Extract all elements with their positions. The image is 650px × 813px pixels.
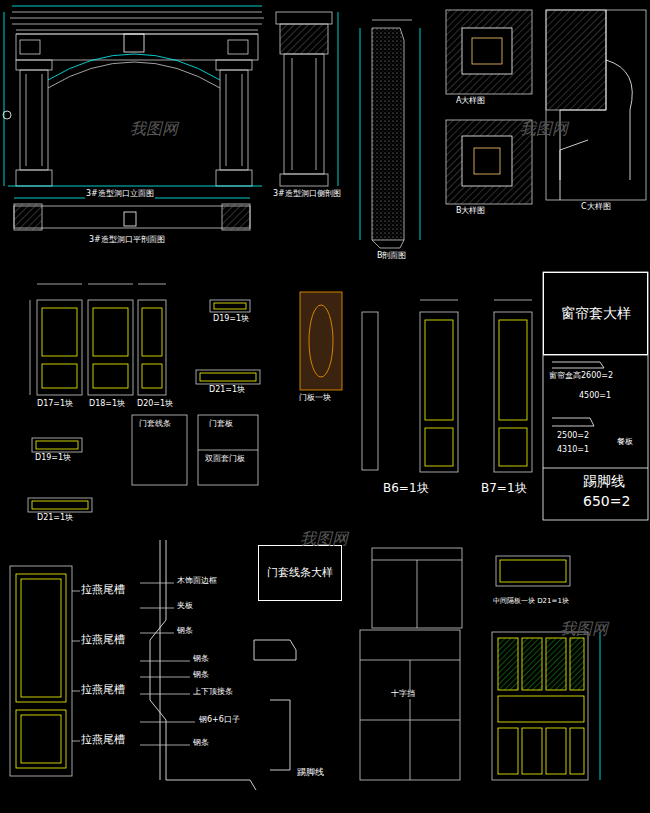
watermark: 我图网	[520, 120, 568, 138]
part-label: 钢条	[192, 671, 210, 680]
part-label: 4500=1	[578, 392, 612, 401]
box-title: 窗帘套大样	[561, 306, 631, 321]
detail-box: 窗帘套大样	[543, 272, 648, 355]
part-label: 650=2	[582, 494, 631, 509]
part-label: A大样图	[455, 97, 486, 106]
part-label: 拉燕尾槽	[80, 634, 126, 646]
part-label: 3#造型洞口侧剖图	[272, 190, 342, 199]
part-label: D19=1块	[34, 454, 72, 463]
part-label: B大样图	[455, 207, 487, 216]
part-label: 踢脚线	[582, 474, 626, 489]
part-label: 窗帘盒高2600=2	[548, 372, 614, 381]
part-label: D17=1块	[36, 400, 74, 409]
part-label: 十字挡	[390, 690, 416, 699]
part-label: 餐板	[616, 438, 634, 447]
part-label: 拉燕尾槽	[80, 684, 126, 696]
part-label: 夹板	[176, 602, 194, 611]
part-label: 上下顶接条	[192, 688, 234, 697]
part-label: 3#造型洞口平剖面图	[88, 236, 166, 245]
part-label: 钢条	[192, 655, 210, 664]
part-label: 双面套门板	[204, 455, 246, 464]
detail-box: 门套线条大样	[258, 545, 342, 601]
part-label: 中间隔板一块 D21=1块	[492, 598, 570, 606]
part-label: D18=1块	[88, 400, 126, 409]
watermark: 我图网	[300, 530, 348, 548]
part-label: D21=1块	[36, 514, 74, 523]
part-label: 3#造型洞口立面图	[85, 190, 155, 199]
part-label: B6=1块	[382, 482, 430, 495]
part-label: 门套板	[208, 420, 234, 429]
box-title: 门套线条大样	[267, 567, 333, 579]
part-label: 钢6+6口子	[198, 716, 241, 725]
part-label: D19=1块	[212, 315, 250, 324]
part-label: 木饰面边框	[176, 577, 218, 586]
part-label: 4310=1	[556, 446, 590, 455]
watermark: 我图网	[560, 620, 608, 638]
part-label: D20=1块	[136, 400, 174, 409]
part-label: 拉燕尾槽	[80, 584, 126, 596]
part-label: B剖面图	[376, 252, 408, 261]
part-label: 2500=2	[556, 432, 590, 441]
part-label: 门板一块	[298, 394, 332, 403]
part-label: 钢条	[176, 627, 194, 636]
part-label: C大样图	[580, 203, 612, 212]
part-label: B7=1块	[480, 482, 528, 495]
part-label: D21=1块	[208, 386, 246, 395]
part-label: 门套线条	[138, 420, 172, 429]
watermark: 我图网	[130, 120, 178, 138]
part-label: 钢条	[192, 739, 210, 748]
part-label: 拉燕尾槽	[80, 734, 126, 746]
part-label: 踢脚线	[296, 768, 325, 778]
